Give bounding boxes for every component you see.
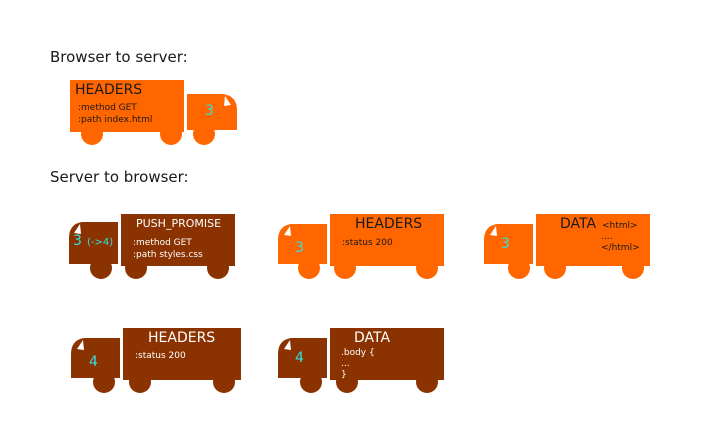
truck-push-data: 4 DATA .body { ... } (275, 326, 447, 394)
push-data-stream-id: 4 (295, 350, 304, 366)
truck-push-headers-shape (71, 328, 241, 393)
push-data-line-2: ... (341, 359, 350, 369)
truck-response-data: 3 DATA <html> .... </html> (481, 212, 653, 280)
truck-response-data-shape (484, 214, 650, 279)
response-headers-frame-type: HEADERS (355, 216, 423, 232)
push-data-frame-type: DATA (354, 330, 391, 346)
truck-response-headers: 3 HEADERS :status 200 (275, 212, 447, 280)
request-stream-id: 3 (205, 103, 214, 119)
truck-push-headers: 4 HEADERS :status 200 (68, 326, 244, 394)
request-frame-type: HEADERS (75, 82, 143, 98)
truck-request-shape (70, 80, 237, 145)
response-data-stream-id: 3 (501, 236, 510, 252)
truck-response-headers-shape (278, 214, 444, 279)
request-line-1: :method GET (78, 103, 137, 113)
request-line-2: :path index.html (78, 115, 153, 125)
response-headers-line-1: :status 200 (342, 238, 393, 248)
push-promise-frame-type: PUSH_PROMISE (136, 217, 222, 230)
push-headers-stream-id: 4 (89, 354, 98, 370)
truck-push-promise-shape (69, 214, 235, 279)
response-headers-stream-id: 3 (295, 240, 304, 256)
push-data-line-3: } (341, 370, 347, 380)
response-data-inline: <html> (602, 221, 638, 231)
truck-push-promise: 3 (->4) PUSH_PROMISE :method GET :path s… (66, 212, 238, 280)
server-to-browser-label: Server to browser: (50, 168, 189, 186)
response-data-line-2: </html> (601, 243, 640, 253)
response-data-frame-type: DATA (560, 216, 597, 232)
truck-push-data-shape (278, 328, 444, 393)
response-data-line-1: .... (601, 232, 613, 242)
push-promise-line-2: :path styles.css (133, 250, 203, 260)
push-promise-stream-id: 3 (73, 233, 82, 249)
push-promise-promised-stream: (->4) (87, 237, 114, 248)
browser-to-server-label: Browser to server: (50, 48, 188, 66)
push-headers-line-1: :status 200 (135, 351, 186, 361)
truck-request-headers: HEADERS :method GET :path index.html 3 (68, 78, 240, 146)
push-promise-line-1: :method GET (133, 238, 192, 248)
push-data-line-1: .body { (341, 348, 375, 358)
push-headers-frame-type: HEADERS (148, 330, 216, 346)
